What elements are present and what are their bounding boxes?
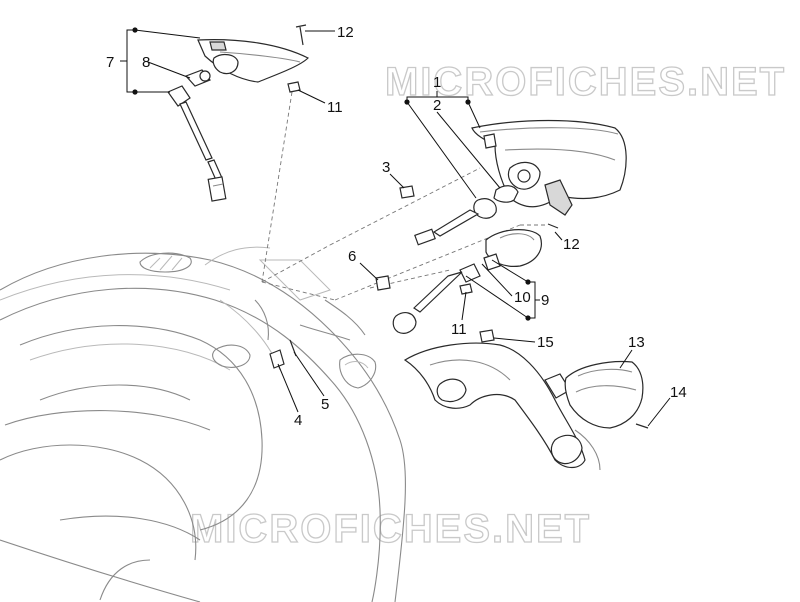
callout-7: 7 [106, 54, 114, 71]
bullets [132, 27, 531, 321]
part-2-bulb [493, 185, 519, 203]
part-1-tail-light [471, 119, 627, 216]
assembly-dash-lines [261, 91, 548, 301]
callout-10: 10 [514, 289, 531, 306]
scooter-rear-body [0, 246, 407, 602]
callout-2: 2 [433, 97, 441, 114]
part-9-plate-light [392, 229, 542, 334]
part-7-cable [167, 85, 227, 202]
callout-13: 13 [628, 334, 645, 351]
part-12-screw-top [295, 24, 307, 46]
callout-12-top: 12 [337, 24, 354, 41]
callout-6: 6 [348, 248, 356, 265]
callout-3: 3 [382, 159, 390, 176]
callout-1: 1 [433, 74, 441, 91]
callout-14: 14 [670, 384, 687, 401]
part-15-clip [479, 329, 495, 343]
callout-11-top: 11 [327, 99, 343, 116]
part-14-screw [635, 423, 649, 429]
part-4-5-fasteners [269, 339, 297, 369]
license-plate-holder [403, 342, 601, 471]
part-13-cover [564, 360, 644, 429]
callout-5: 5 [321, 396, 329, 413]
callout-9: 9 [541, 292, 549, 309]
callout-11-lower: 11 [451, 321, 467, 338]
part-6-clip [375, 275, 391, 291]
part-11-clip-lower [459, 283, 473, 295]
part-12-screw-right [547, 223, 559, 229]
callout-15: 15 [537, 334, 554, 351]
part-3-clip [399, 185, 415, 199]
tail-light-socket-cable [414, 198, 497, 246]
callout-4: 4 [294, 412, 302, 429]
part-11-clip-top [287, 81, 301, 93]
part-7-light-lens [197, 39, 310, 83]
callout-8: 8 [142, 54, 150, 71]
watermark-bottom: MICROFICHES.NET [190, 507, 591, 551]
callout-12-right: 12 [563, 236, 580, 253]
part-8-bulb [184, 69, 211, 87]
